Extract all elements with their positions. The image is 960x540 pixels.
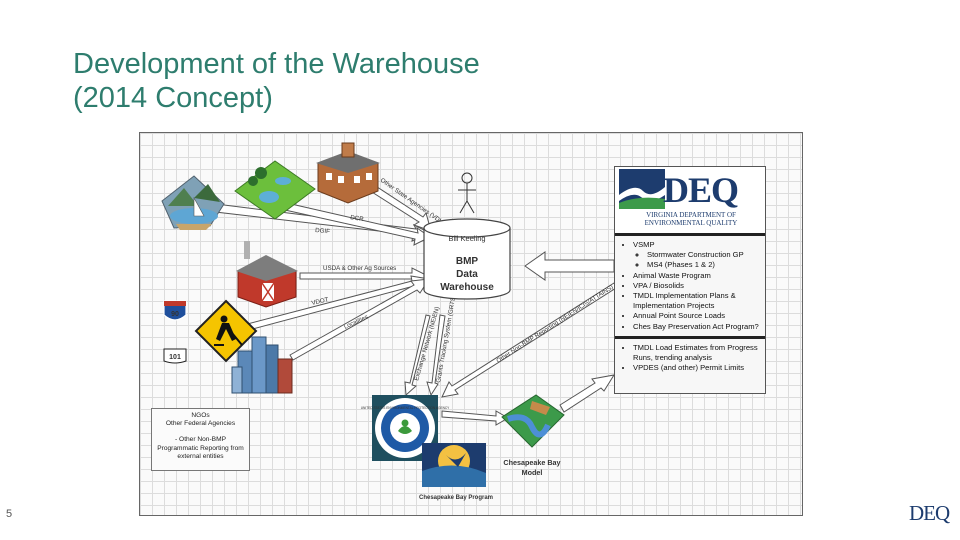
footer-deq-logo: DEQ [909, 501, 950, 525]
warehouse-label-1: BMP [456, 256, 479, 267]
deq-divider [615, 335, 765, 339]
lake-sailboat-icon [161, 175, 225, 230]
city-buildings-icon [231, 336, 293, 394]
arrow-deq-to-warehouse [524, 251, 615, 281]
deq-item: Ches Bay Preservation Act Program? [633, 322, 761, 332]
interstate-sign-icon: 90 [163, 300, 187, 321]
chesapeake-model-label-1: Chesapeake Bay [503, 458, 560, 467]
arrow-model-to-deq [559, 374, 616, 413]
schoolhouse-icon [316, 142, 380, 204]
deq-subitem: Stormwater Construction GP [647, 250, 761, 260]
title-line-2: (2014 Concept) [73, 82, 273, 114]
ngo-line-3: - Other Non-BMP Programmatic Reporting f… [157, 436, 244, 460]
arrow-wetland [275, 200, 431, 246]
deq-item: Annual Point Source Loads [633, 311, 761, 321]
arrow-deq-to-epa [441, 282, 617, 398]
deq-item: Animal Waste Program [633, 271, 761, 281]
deq-logo: DEQ VIRGINIA DEPARTMENT OF ENVIRONMENTAL… [615, 167, 765, 236]
label-other-non-bmp: Other Non-BMP Reporting (NEIEN/ICIS/ATTA… [495, 284, 614, 365]
deq-output-item: TMDL Load Estimates from Progress Runs, … [633, 343, 761, 363]
chesapeake-model-label-2: Model [522, 468, 543, 477]
deq-logo-subtitle: VIRGINIA DEPARTMENT OF ENVIRONMENTAL QUA… [619, 211, 763, 227]
arrow-warehouse-to-epa-2 [426, 314, 446, 397]
epa-seal-icon: UNITED STATES ENVIRONMENTAL PROTECTION A… [361, 395, 450, 461]
interstate-number: 90 [171, 311, 179, 318]
label-localities: Localities [343, 314, 369, 331]
deq-logo-sub-1: VIRGINIA DEPARTMENT OF [646, 211, 736, 219]
chesapeake-program-label: Chesapeake Bay Program [419, 495, 493, 501]
ngo-sources-box: NGOs Other Federal Agencies - Other Non-… [151, 408, 250, 471]
warehouse-diagram: Other State Agencies (VDH, DMME) DCR DGI… [139, 132, 803, 516]
epa-ring-text: UNITED STATES ENVIRONMENTAL PROTECTION A… [361, 406, 450, 410]
deq-item-text: VSMP [633, 240, 655, 249]
label-dgif: DGIF [315, 227, 331, 235]
person-icon [458, 172, 476, 214]
us-route-number: 101 [169, 354, 181, 361]
wetland-icon [234, 160, 316, 220]
deq-logo-sub-2: ENVIRONMENTAL QUALITY [644, 219, 738, 227]
us-route-sign-icon: 101 [163, 348, 187, 364]
chesapeake-bay-program-logo: Chesapeake Bay Program [419, 443, 493, 501]
deq-item: VPA / Biosolids [633, 281, 761, 291]
deq-item: VSMP Stormwater Construction GP MS4 (Pha… [633, 240, 761, 271]
deq-output-list: TMDL Load Estimates from Progress Runs, … [615, 339, 765, 378]
title-line-1: Development of the Warehouse [73, 48, 480, 80]
deq-sublist: Stormwater Construction GP MS4 (Phases 1… [633, 250, 761, 270]
ngo-line-1: NGOs [191, 412, 210, 419]
deq-output-item: VPDES (and other) Permit Limits [633, 363, 761, 373]
slide-title: Development of the Warehouse (2014 Conce… [73, 47, 480, 115]
deq-river-logo-icon [619, 169, 665, 209]
ngo-line-2: Other Federal Agencies [165, 420, 236, 428]
slide-number: 5 [6, 508, 13, 520]
men-at-work-sign-icon [194, 299, 258, 363]
arrow-warehouse-to-epa-1 [404, 314, 431, 397]
barn-icon [236, 241, 298, 308]
chesapeake-bay-model-icon: Chesapeake Bay Model [501, 394, 565, 477]
deq-logo-word: DEQ [663, 170, 739, 210]
deq-program-list: VSMP Stormwater Construction GP MS4 (Pha… [615, 236, 765, 336]
arrow-epa-to-model [441, 410, 509, 426]
label-dcr: DCR [350, 214, 365, 223]
diagram-canvas: Other State Agencies (VDH, DMME) DCR DGI… [161, 142, 617, 501]
warehouse-label-2: Data [456, 269, 478, 280]
warehouse-label-3: Warehouse [440, 282, 494, 293]
label-vdot: VDOT [311, 296, 330, 307]
label-usda: USDA & Other Ag Sources [323, 265, 396, 272]
flow-arrows [404, 251, 617, 426]
deq-programs-box: DEQ VIRGINIA DEPARTMENT OF ENVIRONMENTAL… [614, 166, 766, 394]
deq-item: TMDL Implementation Plans & Implementati… [633, 291, 761, 311]
warehouse-person-label: Bill Keeling [448, 234, 485, 243]
warehouse-database: Bill Keeling BMP Data Warehouse [423, 218, 511, 300]
deq-subitem: MS4 (Phases 1 & 2) [647, 260, 761, 270]
